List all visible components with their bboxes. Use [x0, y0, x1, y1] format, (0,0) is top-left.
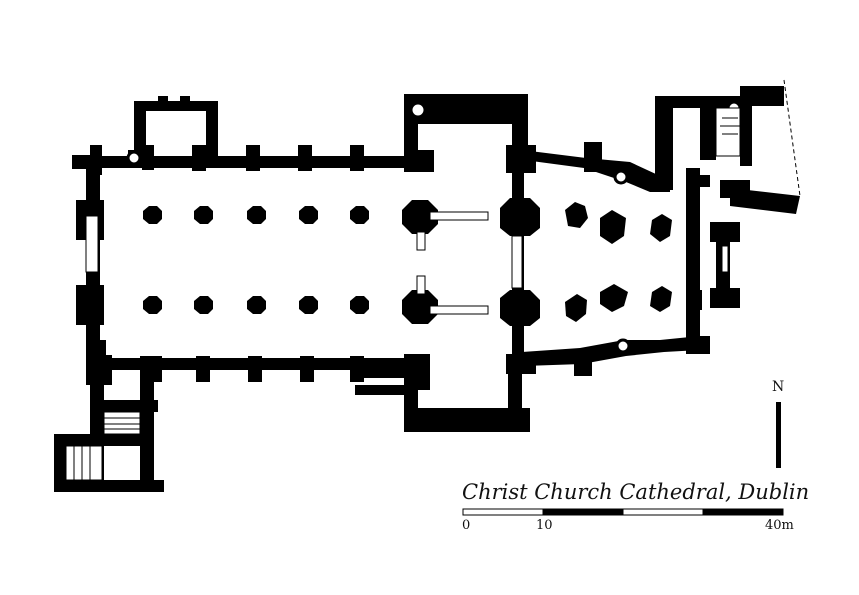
scale-label-0: 0 [462, 518, 471, 533]
nave-north-wall [72, 156, 412, 168]
scale-label-40m: 40m [765, 518, 794, 533]
scale-bar [462, 508, 784, 516]
north-arrow-bar [776, 402, 781, 468]
boundary-dashed-line [783, 79, 801, 197]
north-label: N [772, 379, 785, 395]
plan-title: Christ Church Cathedral, Dublin [462, 480, 810, 504]
scale-label-10: 10 [536, 518, 553, 533]
